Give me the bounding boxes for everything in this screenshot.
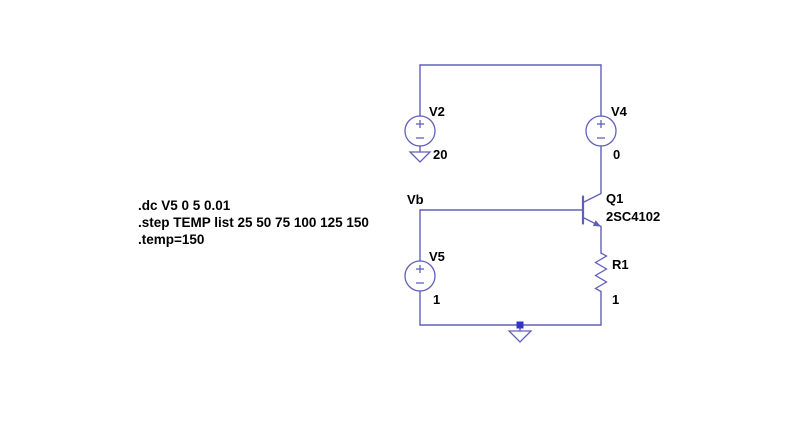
resistor-r1[interactable]	[594, 252, 608, 293]
q1-collector-lead	[582, 192, 602, 204]
voltage-source-v2[interactable]	[404, 115, 436, 147]
v2-label[interactable]: V2	[429, 104, 445, 119]
q1-label[interactable]: Q1	[606, 191, 623, 206]
ground-triangle	[507, 330, 533, 343]
r1-label[interactable]: R1	[612, 257, 629, 272]
v2-value[interactable]: 20	[433, 147, 447, 162]
junction-node	[516, 321, 524, 329]
v4-body-circle	[585, 115, 617, 147]
v5-label[interactable]: V5	[429, 249, 445, 264]
v4-label[interactable]: V4	[611, 104, 628, 119]
r1-zigzag	[594, 252, 608, 293]
ground-symbol-bottom[interactable]	[507, 330, 533, 343]
v2-body-circle	[404, 115, 436, 147]
q1-emitter-arrow	[592, 220, 601, 227]
wires	[419, 64, 602, 332]
transistor-q1[interactable]	[581, 192, 602, 228]
v5-body-circle	[404, 260, 436, 292]
ground-symbol-v2[interactable]	[408, 151, 432, 163]
spice-directive-step[interactable]: .step TEMP list 25 50 75 100 125 150	[138, 215, 369, 230]
q1-model[interactable]: 2SC4102	[606, 209, 660, 224]
v5-value[interactable]: 1	[433, 292, 440, 307]
spice-directive-dc[interactable]: .dc V5 0 5 0.01	[138, 198, 231, 213]
v4-value[interactable]: 0	[613, 147, 620, 162]
r1-value[interactable]: 1	[612, 292, 619, 307]
spice-directive-temp[interactable]: .temp=150	[138, 232, 204, 247]
voltage-source-v4[interactable]	[585, 115, 617, 147]
node-label-vb[interactable]: Vb	[407, 192, 424, 207]
ground-triangle	[408, 151, 432, 163]
voltage-source-v5[interactable]	[404, 260, 436, 292]
